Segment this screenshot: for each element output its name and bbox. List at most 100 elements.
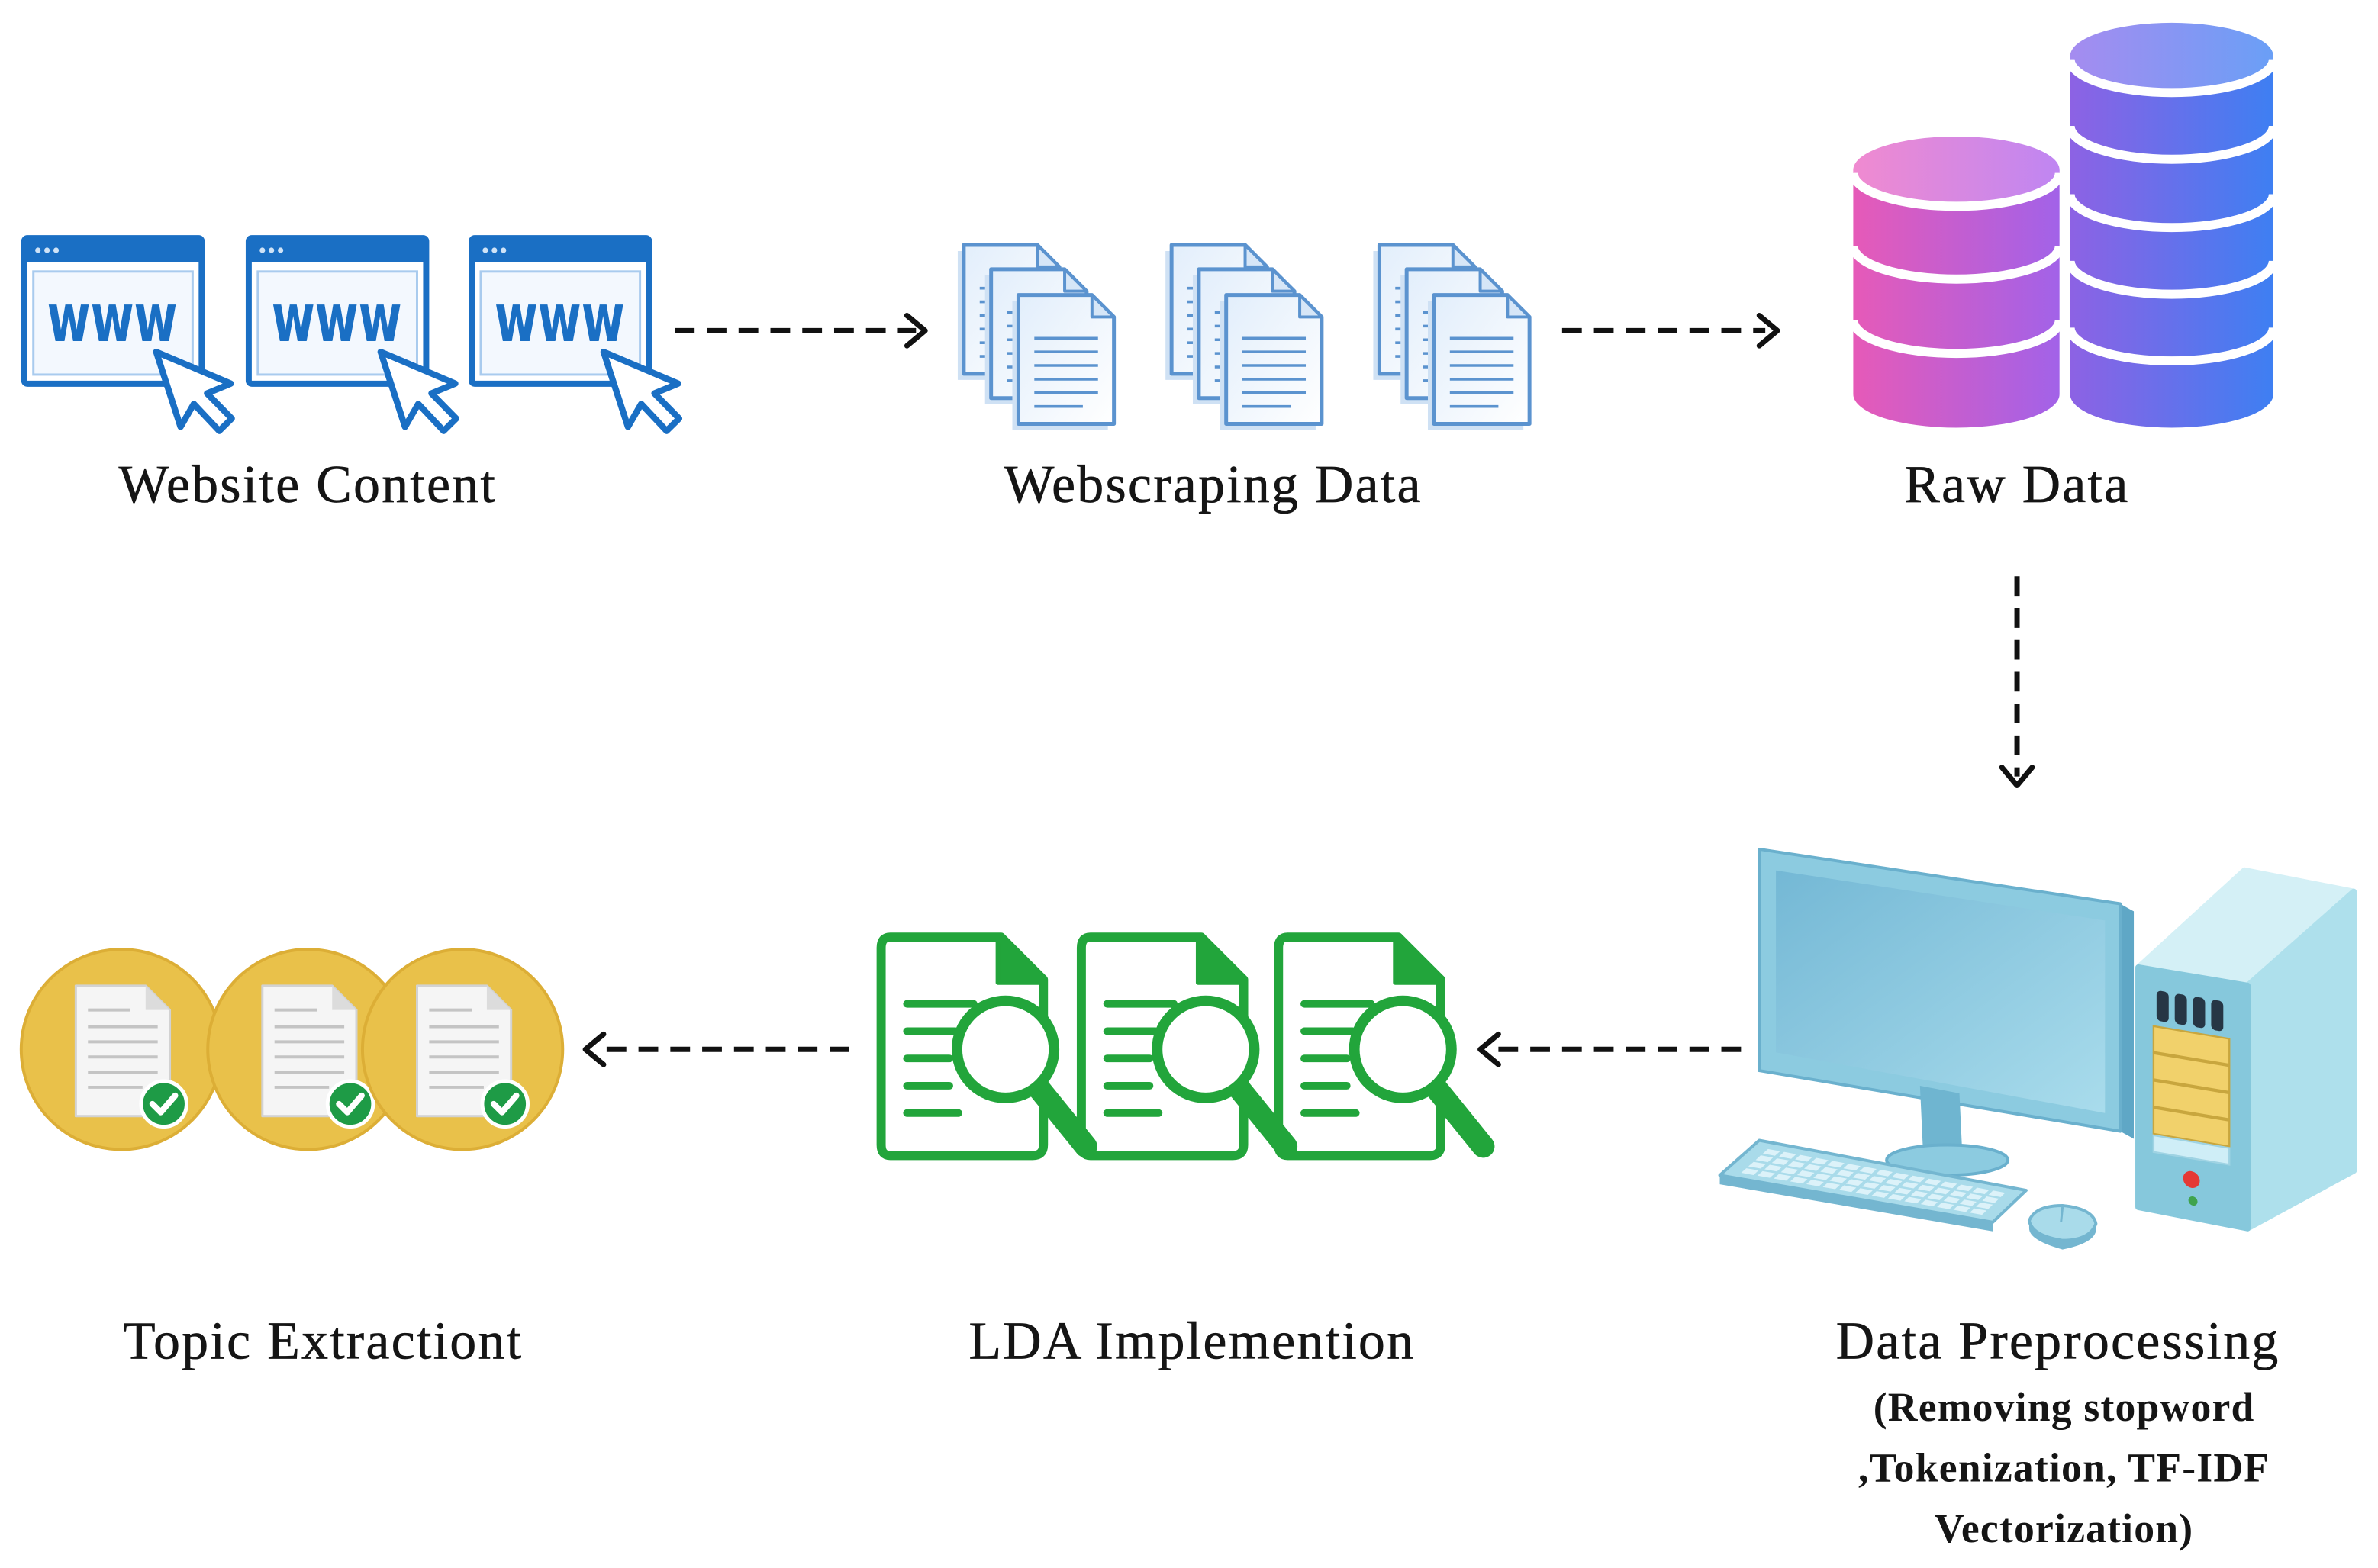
- page-icon: [1012, 295, 1113, 430]
- monitor: [1758, 847, 2135, 1177]
- keyboard-key: [1910, 1190, 1928, 1198]
- arrow-preprocessing-to-lda: [1477, 1031, 1742, 1067]
- keyboard-key: [1741, 1168, 1759, 1176]
- raw-data-label: Raw Data: [1904, 456, 2129, 514]
- cursor-icon: [600, 349, 683, 434]
- lda-implementation-node: LDA Implemention: [881, 937, 1484, 1371]
- check-badge-icon: [482, 1081, 528, 1127]
- document-stack-icon: [1373, 245, 1529, 430]
- check-badge-icon: [327, 1081, 373, 1127]
- keyboard-key: [1862, 1182, 1880, 1189]
- keyboard-key: [1940, 1181, 1958, 1189]
- webscraping-data-node: Webscraping Data: [958, 245, 1529, 514]
- browser-window-icon: www: [245, 235, 459, 434]
- preprocessing-detail-line: ,Tokenization, TF-IDF: [1858, 1445, 2270, 1491]
- keyboard-key: [1836, 1170, 1854, 1177]
- url-text: www: [47, 279, 178, 357]
- topic-extraction-label: Topic Extractiont: [123, 1312, 523, 1371]
- page-icon: [1220, 295, 1322, 430]
- data-preprocessing-label: Data Preprocessing: [1836, 1312, 2280, 1371]
- keyboard-key: [1878, 1185, 1896, 1192]
- cursor-icon: [153, 349, 235, 434]
- keyboard-key: [1970, 1208, 1987, 1215]
- verified-document-icon: [360, 948, 565, 1151]
- keyboard-key: [1790, 1177, 1808, 1184]
- keyboard-key: [1796, 1170, 1815, 1177]
- keyboard-key: [1966, 1193, 1983, 1200]
- keyboard-key: [1959, 1199, 1977, 1206]
- keyboard: [1718, 1138, 2028, 1232]
- keyboard-key: [1891, 1173, 1909, 1180]
- browser-window-icon: www: [469, 235, 683, 434]
- keyboard-key: [1813, 1173, 1831, 1180]
- webscraping-data-label: Webscraping Data: [1004, 456, 1423, 514]
- keyboard-key: [1917, 1184, 1935, 1192]
- keyboard-key: [1748, 1161, 1766, 1169]
- desktop-computer-icon: [1718, 847, 2357, 1250]
- keyboard-key: [1924, 1178, 1941, 1186]
- data-preprocessing-node: Data Preprocessing (Removing stopword ,T…: [1718, 847, 2357, 1551]
- topic-extraction-node: Topic Extractiont: [19, 948, 565, 1371]
- arrow-webscraping-to-raw-data: [1561, 312, 1780, 349]
- url-text: www: [272, 279, 402, 357]
- cursor-icon: [377, 349, 459, 434]
- keyboard-key: [1771, 1158, 1790, 1165]
- document-stack-icon: [958, 245, 1114, 430]
- keyboard-key: [1868, 1176, 1887, 1183]
- keyboard-key: [1764, 1164, 1783, 1172]
- verified-document-icon: [19, 948, 224, 1151]
- page-icon: [1428, 295, 1529, 430]
- tower-drive-bays: [2152, 1025, 2231, 1166]
- browser-window-icon: www: [21, 235, 235, 434]
- keyboard-key: [1894, 1187, 1912, 1195]
- keyboard-key: [1907, 1175, 1925, 1183]
- keyboard-key: [1827, 1161, 1845, 1168]
- keyboard-key: [1885, 1178, 1903, 1186]
- keyboard-key: [1755, 1155, 1774, 1163]
- arrow-lda-to-topic-extraction: [582, 1031, 849, 1067]
- arrow-website-to-webscraping: [675, 312, 928, 349]
- keyboard-key: [1988, 1190, 2006, 1197]
- computer-tower: [2135, 867, 2357, 1232]
- tower-vents: [2156, 990, 2224, 1032]
- database-icon: [1848, 136, 2064, 428]
- keyboard-key: [1829, 1176, 1848, 1183]
- keyboard-key: [1774, 1174, 1792, 1181]
- keyboard-key: [1871, 1191, 1890, 1198]
- keyboard-key: [1875, 1170, 1893, 1177]
- keyboard-key: [1953, 1205, 1970, 1212]
- power-button: [2183, 1170, 2200, 1188]
- raw-data-node: Raw Data: [1848, 22, 2278, 514]
- keyboard-key: [1757, 1170, 1775, 1178]
- url-text: www: [495, 279, 625, 357]
- keyboard-key: [1950, 1190, 1967, 1198]
- keyboard-key: [1982, 1196, 1999, 1203]
- monitor-screen: [1776, 870, 2106, 1113]
- keyboard-key: [1901, 1181, 1919, 1189]
- power-led: [2188, 1196, 2198, 1206]
- keyboard-key: [1972, 1187, 1990, 1195]
- arrow-raw-data-to-preprocessing: [1999, 576, 2035, 788]
- keyboard-key: [1859, 1167, 1877, 1174]
- keyboard-key: [1838, 1185, 1857, 1193]
- keyboard-key: [1887, 1193, 1906, 1201]
- check-badge-icon: [141, 1081, 187, 1127]
- keyboard-key: [1804, 1164, 1822, 1171]
- keyboard-key: [1843, 1164, 1861, 1171]
- keyboard-key: [1956, 1184, 1974, 1192]
- website-content-node: www www www Website Content: [21, 235, 683, 514]
- keyboard-key: [1780, 1167, 1799, 1175]
- keyboard-key: [1937, 1203, 1954, 1209]
- keyboard-key: [1933, 1187, 1951, 1195]
- keyboard-key: [1920, 1199, 1938, 1206]
- keyboard-key: [1927, 1193, 1945, 1200]
- keyboard-key: [1822, 1182, 1841, 1190]
- keyboard-keys: [1741, 1148, 2006, 1215]
- keyboard-key: [1820, 1167, 1838, 1174]
- preprocessing-detail-line: Vectorization): [1935, 1505, 2193, 1551]
- lda-implementation-label: LDA Implemention: [969, 1312, 1416, 1371]
- keyboard-key: [1904, 1196, 1922, 1204]
- keyboard-key: [1976, 1202, 1993, 1209]
- keyboard-key: [1806, 1180, 1824, 1186]
